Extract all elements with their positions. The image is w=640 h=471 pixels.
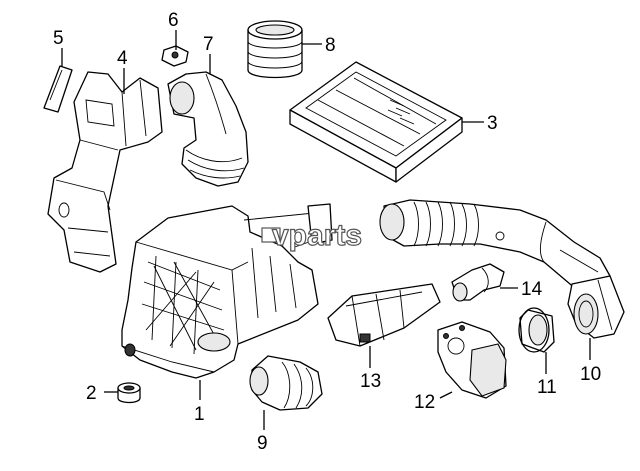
part-12-throttle-body xyxy=(437,321,507,399)
watermark-logo: vparts xyxy=(261,218,363,253)
part-9-coupler-hose xyxy=(249,355,323,411)
intake-hose xyxy=(379,199,611,301)
part-4-air-duct xyxy=(47,71,163,273)
part-7-elbow-hose xyxy=(167,71,249,187)
callout-2: 2 xyxy=(86,383,97,404)
callout-13: 13 xyxy=(360,371,381,392)
callout-12: 12 xyxy=(414,392,435,413)
callout-5: 5 xyxy=(53,28,64,49)
part-11-clamp-ring xyxy=(518,307,555,353)
callout-11: 11 xyxy=(537,377,557,398)
part-8-ring-stack xyxy=(247,20,303,79)
part-1-air-filter-housing xyxy=(121,203,333,379)
callout-8: 8 xyxy=(325,35,336,56)
part-13-airflow-sensor xyxy=(327,283,441,347)
callout-3: 3 xyxy=(487,113,498,134)
callout-labels: 5 4 6 7 8 3 2 1 9 13 12 11 10 14 xyxy=(53,10,601,454)
part-6-fastener xyxy=(161,45,189,67)
part-2-drain-plug xyxy=(117,382,141,404)
part-14-small-hose xyxy=(451,263,505,302)
callout-6: 6 xyxy=(168,10,179,31)
watermark-text: vparts xyxy=(272,219,362,252)
part-5-clip xyxy=(43,65,73,113)
callout-10: 10 xyxy=(580,364,601,385)
callout-7: 7 xyxy=(203,34,214,55)
callout-9: 9 xyxy=(257,433,268,454)
callout-4: 4 xyxy=(117,48,128,69)
watermark-box-icon xyxy=(261,227,281,243)
part-10-connector-tube xyxy=(567,275,625,339)
callout-14: 14 xyxy=(521,279,543,300)
leader-lines xyxy=(61,30,591,430)
callout-1: 1 xyxy=(194,404,205,425)
part-3-filter-element xyxy=(289,61,463,183)
